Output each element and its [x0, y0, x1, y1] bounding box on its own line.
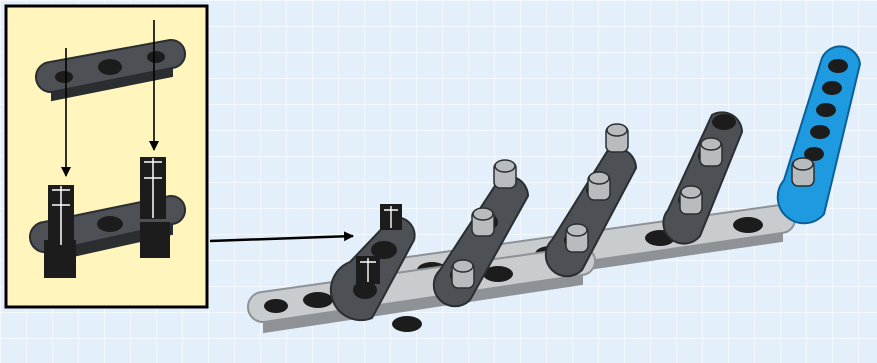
inset-black-pin-right — [140, 157, 170, 258]
inset-black-pin-left — [44, 185, 76, 278]
inset-step-panel — [4, 4, 209, 309]
inset-top-beam — [34, 38, 187, 102]
gray-pin — [587, 171, 611, 201]
black-pin — [356, 256, 380, 284]
assembly — [246, 45, 862, 334]
gray-pin — [699, 137, 723, 167]
gray-pin — [679, 185, 703, 215]
gray-pin — [791, 157, 815, 187]
gray-pin — [493, 159, 517, 189]
gray-pin — [471, 207, 495, 237]
gray-pin — [451, 259, 475, 289]
black-pin — [380, 204, 402, 230]
pointer-arrow — [209, 231, 354, 243]
gray-pin — [605, 123, 629, 153]
gray-pin — [565, 223, 589, 253]
